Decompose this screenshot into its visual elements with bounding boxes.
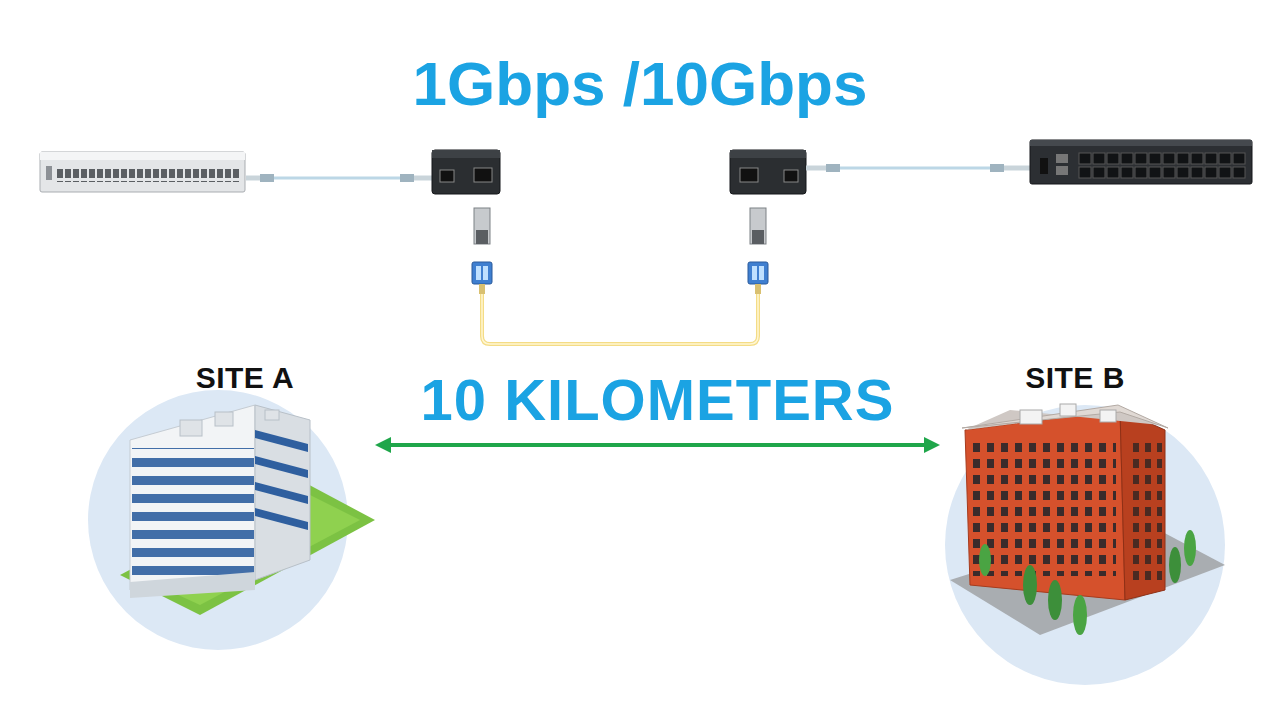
media-converter — [432, 150, 500, 194]
distance-label: 10 KILOMETERS — [421, 366, 895, 433]
fiber-cable — [482, 294, 758, 344]
site-node: SITE B — [940, 355, 1240, 690]
core-switch — [1030, 140, 1252, 184]
sfp-transceiver — [748, 208, 768, 294]
diagram-title: 1Gbps /10Gbps — [0, 48, 1280, 119]
site-label: SITE B — [1025, 361, 1125, 395]
site-label: SITE A — [196, 361, 295, 395]
media-converter — [730, 150, 806, 194]
site-node: SITE A — [85, 355, 375, 655]
patch-cable — [246, 174, 432, 182]
patch-cable — [806, 164, 1030, 172]
access-switch — [40, 152, 245, 192]
arrow-head — [924, 437, 940, 453]
site-a-building — [88, 390, 375, 650]
site-b-building — [945, 404, 1225, 685]
fiber-highlight — [482, 294, 758, 344]
sfp-transceiver — [472, 208, 492, 294]
distance-line — [389, 443, 926, 447]
arrow-head — [375, 437, 391, 453]
distance-arrow — [389, 445, 926, 446]
